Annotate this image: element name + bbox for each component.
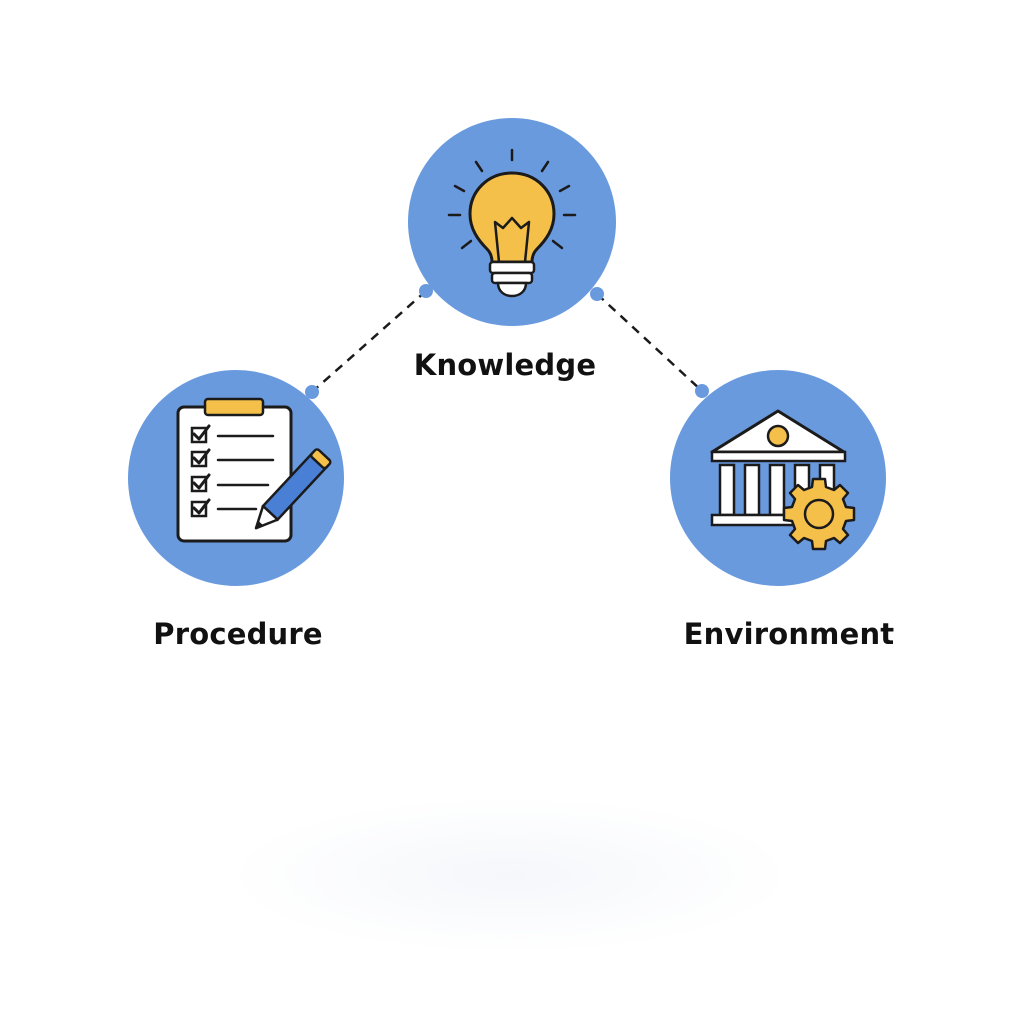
building-gear-icon xyxy=(710,409,856,551)
node-procedure xyxy=(128,370,344,586)
edge-knowledge-procedure xyxy=(305,284,433,399)
node-label-procedure: Procedure xyxy=(153,617,323,651)
ground-shadow xyxy=(240,800,780,950)
node-label-knowledge: Knowledge xyxy=(413,348,597,382)
checklist-pencil-icon xyxy=(176,397,332,543)
edge-knowledge-environment xyxy=(590,287,709,398)
node-label-environment: Environment xyxy=(683,617,895,651)
lightbulb-icon xyxy=(447,148,577,298)
node-environment xyxy=(670,370,886,586)
node-knowledge xyxy=(408,118,616,326)
